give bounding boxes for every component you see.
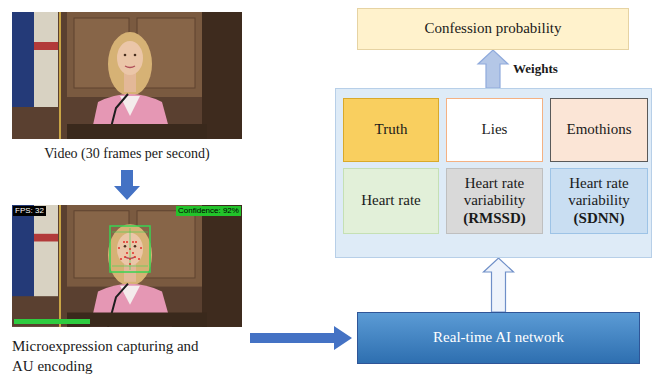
flow-arrow bbox=[250, 326, 352, 350]
node-text: (SDNN) bbox=[574, 210, 625, 227]
node-text: Emothions bbox=[566, 121, 631, 138]
node-text: Truth bbox=[375, 121, 408, 138]
node-text: Confession probability bbox=[424, 20, 561, 37]
progress-bar bbox=[14, 319, 90, 324]
flow-arrow bbox=[114, 170, 140, 200]
feature-box: Heart rate bbox=[343, 168, 439, 234]
overlay-text: Confidence: 92% bbox=[176, 206, 241, 216]
feature-box: Heart rate variability(SDNN) bbox=[550, 168, 648, 234]
node-text: Heart rate variability bbox=[451, 175, 538, 210]
feature-box: Truth bbox=[343, 98, 439, 162]
block-arrow bbox=[478, 50, 508, 88]
feature-box: Lies bbox=[446, 98, 543, 162]
node-text: Real-time AI network bbox=[433, 329, 564, 346]
caption: Microexpression capturing and AU encodin… bbox=[12, 336, 207, 376]
overlay-text: FPS: 32 bbox=[13, 206, 46, 216]
face-mesh bbox=[110, 226, 150, 272]
node-text: Heart rate bbox=[361, 192, 421, 209]
node-text: Heart rate variability bbox=[555, 175, 643, 210]
edge-label: Weights bbox=[513, 61, 558, 77]
feature-panel: Truth Lies EmothionsHeart rate Heart rate v… bbox=[335, 88, 652, 258]
node-text: (RMSSD) bbox=[463, 210, 526, 227]
network-box: Real-time AI network bbox=[357, 312, 640, 364]
output-box: Confession probability bbox=[357, 8, 629, 50]
caption: Video (30 frames per second) bbox=[12, 146, 242, 163]
feature-box: Heart rate variability(RMSSD) bbox=[446, 168, 543, 234]
feature-box: Emothions bbox=[550, 98, 648, 162]
block-arrow bbox=[484, 258, 514, 312]
node-text: Lies bbox=[482, 121, 508, 138]
